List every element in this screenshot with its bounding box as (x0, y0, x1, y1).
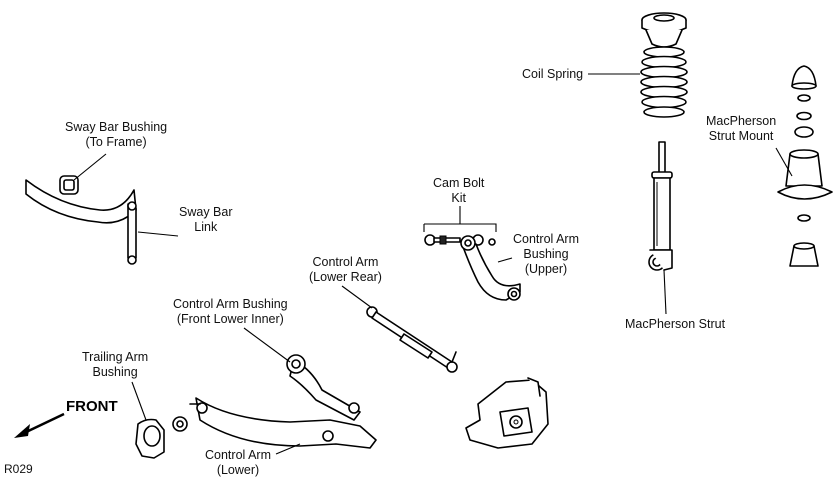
sway-bar-part (25, 175, 137, 265)
figure-code: R029 (4, 462, 33, 476)
label-cam-bolt-kit: Cam Bolt Kit (433, 176, 485, 205)
label-coil-spring: Coil Spring (522, 67, 584, 81)
trailing-arm-bushing-part (135, 416, 188, 459)
label-trailing-arm-bushing: Trailing Arm Bushing (82, 350, 149, 379)
label-sway-bar-link: Sway Bar Link (179, 205, 233, 234)
lower-control-arm-part (189, 354, 377, 449)
macpherson-strut-part (648, 141, 673, 271)
front-direction-label: FRONT (66, 398, 118, 415)
label-macpherson-strut: MacPherson Strut (625, 317, 726, 331)
lower-rear-arm-part (366, 306, 458, 373)
strut-mount-part (777, 65, 833, 267)
coil-spring-part (640, 12, 688, 118)
cam-bolt-kit-part (424, 234, 496, 246)
label-control-arm-lower: Control Arm (Lower) (205, 448, 271, 477)
label-control-arm-lower-rear: Control Arm (Lower Rear) (309, 255, 382, 284)
label-control-arm-bushing-front: Control Arm Bushing (Front Lower Inner) (173, 297, 288, 326)
knuckle-part (465, 377, 549, 449)
label-sway-bar-bushing: Sway Bar Bushing (To Frame) (65, 120, 168, 149)
upper-control-arm-part (460, 235, 521, 301)
front-arrow-icon (14, 412, 65, 438)
leader-lines (73, 73, 793, 455)
label-control-arm-bushing-upper: Control Arm Bushing (Upper) (513, 232, 579, 276)
label-macpherson-strut-mount: MacPherson Strut Mount (706, 114, 777, 143)
